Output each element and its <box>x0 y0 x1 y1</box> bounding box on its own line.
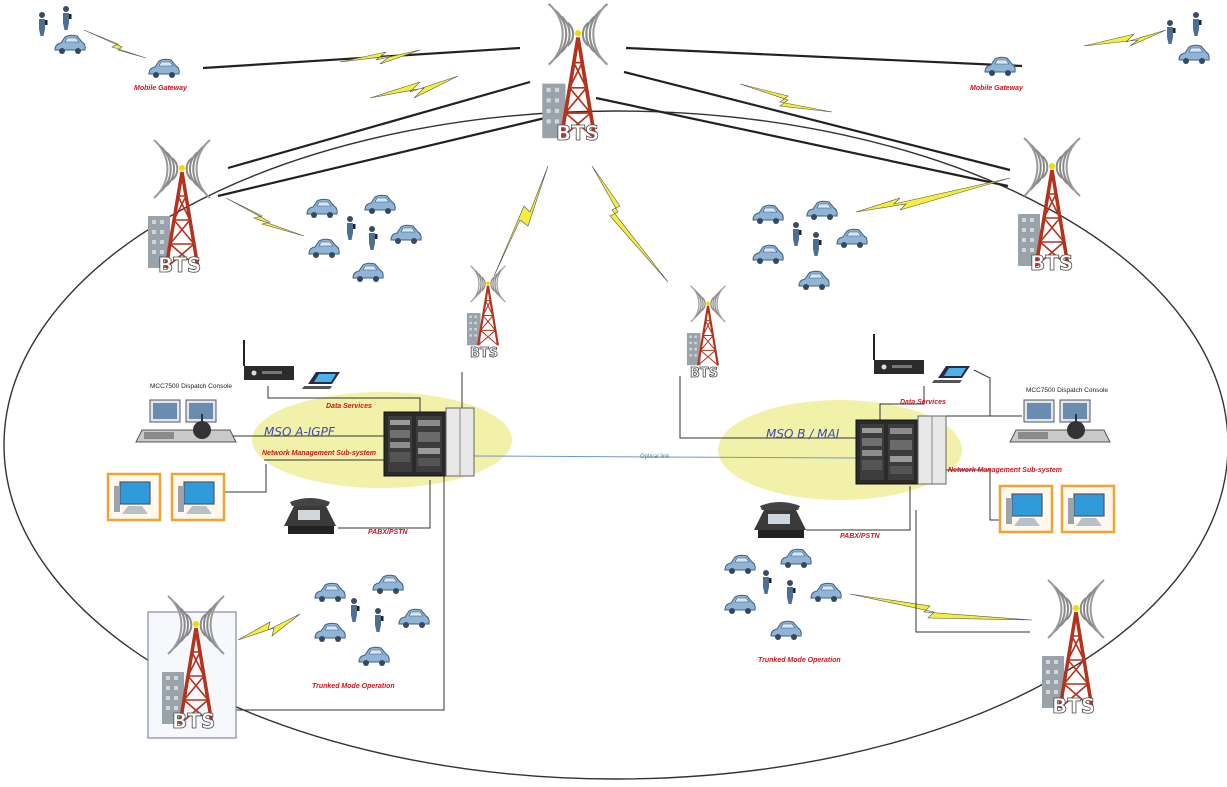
trunked-label-right: Trunked Mode Operation <box>758 657 841 664</box>
mobile-gateway-label-right: Mobile Gateway <box>970 85 1024 92</box>
mso-a-rack <box>383 407 475 477</box>
bts-tower-small-right <box>685 284 727 367</box>
bts-labels: BTS BTS BTS BTS BTS BTS BTS <box>158 121 1096 734</box>
svg-text:BTS: BTS <box>690 366 718 381</box>
wired-connections <box>224 369 1030 711</box>
coverage-boundary-ellipse <box>3 110 1227 780</box>
modem-laptop-right <box>873 333 971 384</box>
bts-tower-top <box>540 1 610 141</box>
bts-tower-left <box>146 138 212 270</box>
phone-right <box>754 502 806 538</box>
lightning-bolts <box>83 29 1167 641</box>
mso-b-label: MSO B / MAI <box>766 427 840 441</box>
vehicle-fleet-right-bottom <box>724 548 842 641</box>
data-services-label-right: Data Services <box>900 399 946 406</box>
mso-b-rack <box>855 415 947 485</box>
network-mgmt-label-right: Network Management Sub-system <box>948 467 1062 474</box>
monitor-left-1 <box>106 472 162 522</box>
network-mgmt-label-left: Network Management Sub-system <box>262 450 376 457</box>
mobile-gateway-left-group <box>39 6 180 79</box>
vehicle-fleet-left-bottom <box>314 574 430 667</box>
dispatch-console-label-left: MCC7500 Dispatch Console <box>150 383 232 390</box>
monitor-right-2 <box>1060 484 1116 534</box>
modem-laptop-left <box>243 339 341 390</box>
vehicle-fleet-right-top <box>752 200 868 291</box>
svg-text:BTS: BTS <box>158 253 201 277</box>
data-services-label-left: Data Services <box>326 403 372 410</box>
svg-text:BTS: BTS <box>172 709 215 733</box>
trunked-label-left: Trunked Mode Operation <box>312 683 395 690</box>
radio-links <box>202 46 1023 198</box>
mobile-gateway-label-left: Mobile Gateway <box>134 85 188 92</box>
monitor-left-2 <box>170 472 226 522</box>
svg-text:BTS: BTS <box>556 121 599 145</box>
dispatch-console-left <box>135 399 237 443</box>
pabx-label-left: PABX/PSTN <box>368 529 408 536</box>
bts-tower-bottom-right <box>1040 578 1106 710</box>
bts-tower-small-left <box>465 264 507 347</box>
svg-text:BTS: BTS <box>470 346 498 361</box>
mso-a-label: MSO A-IGPF <box>264 425 336 439</box>
optical-link-label: Optical link <box>640 454 670 460</box>
monitor-right-1 <box>998 484 1054 534</box>
svg-text:BTS: BTS <box>1052 694 1095 718</box>
vehicle-fleet-left-top <box>306 194 422 283</box>
pabx-label-right: PABX/PSTN <box>840 533 880 540</box>
dispatch-console-right <box>1009 399 1111 443</box>
svg-text:BTS: BTS <box>1030 251 1073 275</box>
optical-link-line <box>473 455 859 459</box>
bts-tower-right <box>1016 136 1082 268</box>
dispatch-console-label-right: MCC7500 Dispatch Console <box>1026 387 1108 394</box>
phone-left <box>284 498 336 534</box>
